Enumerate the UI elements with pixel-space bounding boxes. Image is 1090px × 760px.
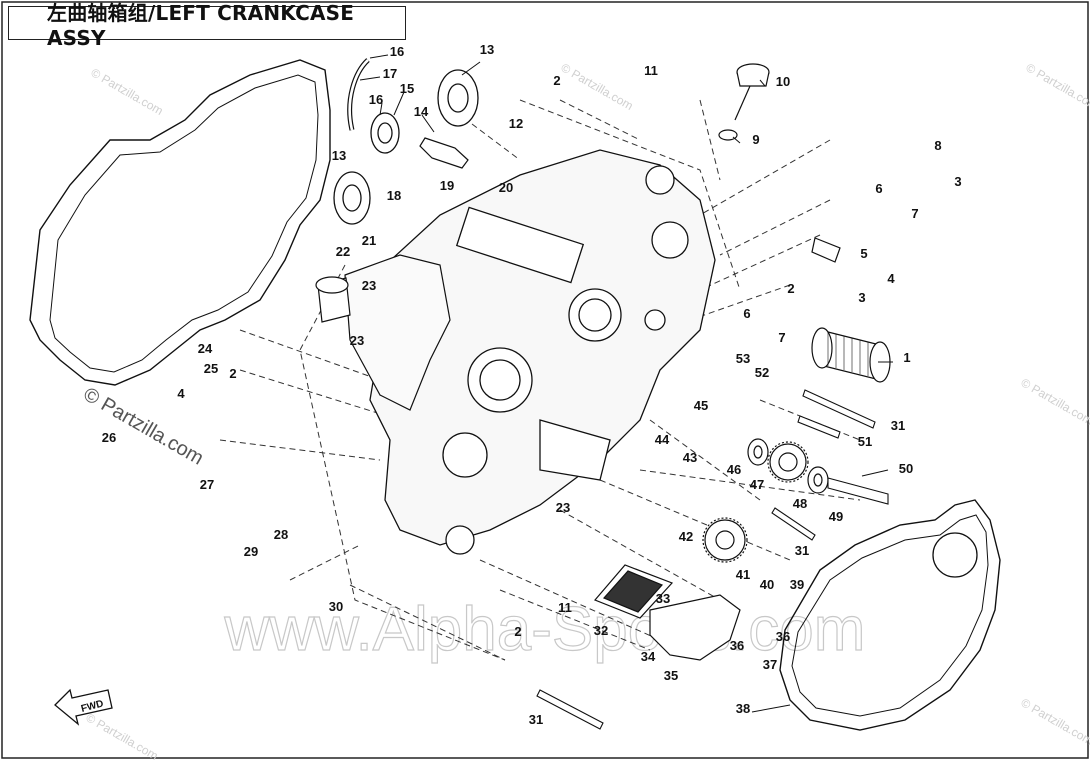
bolts-31: [536, 389, 876, 730]
callout-31: 31: [529, 712, 543, 727]
watermark-site-5: © Partzilla.com: [1019, 375, 1090, 428]
watermark-site-6: © Partzilla.com: [84, 710, 161, 760]
callout-16: 16: [390, 44, 404, 59]
right-cover-gasket: [779, 499, 1001, 731]
callout-18: 18: [387, 188, 401, 203]
oil-strainer-32: [593, 564, 674, 619]
callout-33: 33: [656, 591, 670, 606]
callout-34: 34: [641, 649, 656, 664]
watermark-site-3: © Partzilla.com: [1024, 60, 1090, 113]
callout-48: 48: [793, 496, 807, 511]
callout-35: 35: [664, 668, 678, 683]
callout-51: 51: [858, 434, 872, 449]
callout-20: 20: [499, 180, 513, 195]
callout-3: 3: [954, 174, 961, 189]
callout-25: 25: [204, 361, 218, 376]
callout-40: 40: [760, 577, 774, 592]
callout-36: 36: [730, 638, 744, 653]
callout-41: 41: [736, 567, 750, 582]
callout-13: 13: [480, 42, 494, 57]
callout-5: 5: [860, 246, 867, 261]
bushing-14: [419, 137, 469, 169]
callout-47: 47: [750, 477, 764, 492]
callout-2: 2: [553, 73, 560, 88]
crankcase-body: [369, 149, 716, 555]
callout-37: 37: [763, 657, 777, 672]
callout-31: 31: [891, 418, 905, 433]
callout-11: 11: [644, 63, 658, 78]
callout-16: 16: [369, 92, 383, 107]
callout-39: 39: [790, 577, 804, 592]
callout-30: 30: [329, 599, 343, 614]
callout-2: 2: [229, 366, 236, 381]
callout-23: 23: [350, 333, 364, 348]
callout-29: 29: [244, 544, 258, 559]
callout-23: 23: [362, 278, 376, 293]
watermark-site-1: © Partzilla.com: [89, 65, 166, 118]
callout-2: 2: [787, 281, 794, 296]
callout-22: 22: [336, 244, 350, 259]
callout-43: 43: [683, 450, 697, 465]
callout-27: 27: [200, 477, 214, 492]
callout-23: 23: [556, 500, 570, 515]
callout-46: 46: [727, 462, 741, 477]
crankcase-side-plate: [344, 254, 451, 411]
watermark-main: www.Alpha-Sports.com: [224, 595, 866, 664]
callout-6: 6: [875, 181, 882, 196]
callout-6: 6: [743, 306, 750, 321]
callout-15: 15: [400, 81, 414, 96]
callout-1: 1: [903, 350, 910, 365]
washers-46-48: [747, 438, 829, 494]
oil-cap-10: [718, 63, 770, 141]
callout-38: 38: [736, 701, 750, 716]
callout-28: 28: [274, 527, 288, 542]
callout-8: 8: [934, 138, 941, 153]
callout-4: 4: [177, 386, 185, 401]
callout-3: 3: [858, 290, 865, 305]
callout-7: 7: [911, 206, 918, 221]
callout-17: 17: [383, 66, 397, 81]
callout-4: 4: [887, 271, 895, 286]
callout-10: 10: [776, 74, 790, 89]
callout-42: 42: [679, 529, 693, 544]
pump-plate-34: [649, 594, 741, 661]
callout-14: 14: [414, 104, 429, 119]
callout-45: 45: [694, 398, 708, 413]
callout-31: 31: [795, 543, 809, 558]
callout-13: 13: [332, 148, 346, 163]
callout-44: 44: [655, 432, 670, 447]
fwd-arrow-icon: FWD: [54, 688, 113, 726]
callout-11: 11: [558, 600, 572, 615]
watermark-site-large: © Partzilla.com: [80, 383, 208, 469]
callout-2: 2: [514, 624, 521, 639]
callout-24: 24: [198, 341, 213, 356]
callout-32: 32: [594, 623, 608, 638]
gear-42: [702, 517, 748, 563]
watermark-site-7: © Partzilla.com: [1019, 695, 1090, 748]
callout-7: 7: [778, 330, 785, 345]
callout-52: 52: [755, 365, 769, 380]
callout-50: 50: [899, 461, 913, 476]
callout-21: 21: [362, 233, 376, 248]
callout-49: 49: [829, 509, 843, 524]
callout-9: 9: [752, 132, 759, 147]
callout-53: 53: [736, 351, 750, 366]
callout-26: 26: [102, 430, 116, 445]
left-cover-gasket: [29, 59, 331, 386]
callout-36: 36: [776, 629, 790, 644]
bolt-51: [797, 415, 841, 439]
gear-47: [767, 441, 809, 483]
callout-12: 12: [509, 116, 523, 131]
callout-19: 19: [440, 178, 454, 193]
shaft-49: [827, 477, 889, 505]
fitting-5: [811, 237, 841, 263]
callout-leaders: [359, 54, 893, 713]
oil-filter-1: [811, 327, 891, 383]
bearing-13: [333, 69, 479, 225]
